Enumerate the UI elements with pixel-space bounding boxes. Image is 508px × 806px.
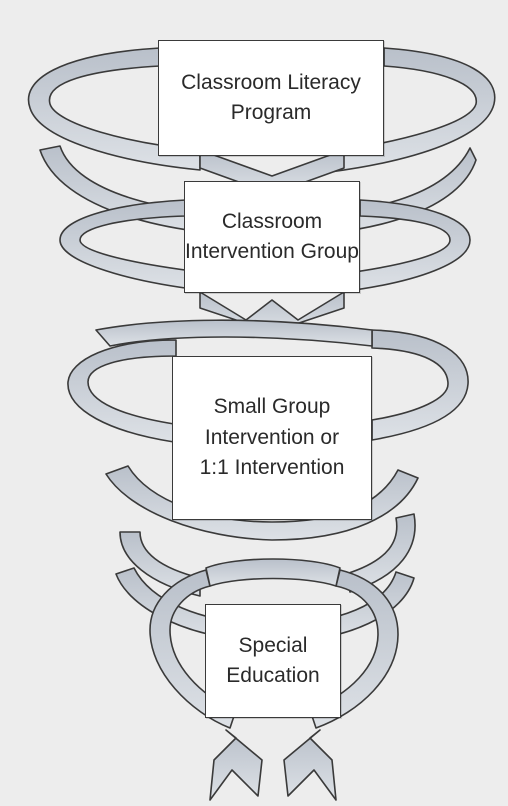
ribbon-band-2-left (59, 199, 201, 291)
ribbon-band-1 (27, 47, 201, 171)
level-2-label: Classroom Intervention Group (185, 209, 359, 263)
level-4-box: Special Education (205, 604, 341, 718)
level-1-label: Classroom Literacy Program (181, 70, 361, 124)
arrow-tip-right (283, 729, 337, 801)
ribbon-band-3-right (371, 329, 469, 441)
ribbon-band-5-left (149, 569, 237, 729)
level-2-box: Classroom Intervention Group (184, 181, 360, 293)
ribbon-band-5-right (309, 569, 399, 729)
ribbon-band-5-center (205, 558, 341, 587)
level-1-box: Classroom Literacy Program (158, 40, 384, 156)
level-4-label: Special Education (226, 633, 320, 687)
ribbon-band-3-back (95, 319, 373, 347)
arrow-tip-left (209, 729, 263, 801)
level-3-label: Small Group Intervention or 1:1 Interven… (199, 395, 345, 480)
level-3-box: Small Group Intervention or 1:1 Interven… (172, 356, 372, 520)
ribbon-band-3-left (67, 339, 177, 443)
ribbon-band-4-right (345, 513, 416, 593)
